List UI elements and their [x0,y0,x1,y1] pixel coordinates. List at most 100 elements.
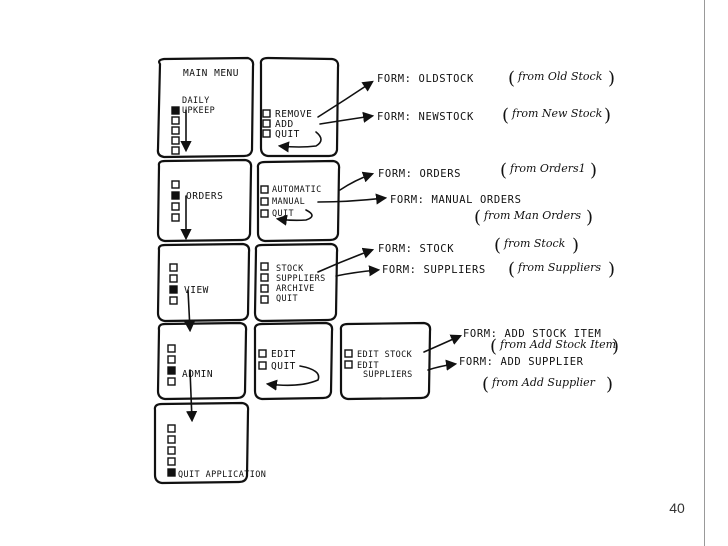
daily-upkeep-label-line1: DAILY [182,96,210,106]
quit-checkbox[interactable] [262,129,271,138]
view-quit-checkbox[interactable] [260,295,269,304]
arrow-to-newstock [319,111,375,125]
quit-menu-checkbox-1[interactable] [167,424,176,433]
paren-open: ( [500,160,507,181]
admin-quit-checkbox[interactable] [258,361,267,370]
form-oldstock-label: FORM: OLDSTOCK [377,73,474,85]
admin-menu-screen: ADMIN [156,321,248,401]
form-manual-orders-label: FORM: MANUAL ORDERS [390,194,522,206]
admin-checkbox[interactable] [167,366,176,375]
view-checkbox[interactable] [169,285,178,294]
quit-option: QUIT [275,129,300,140]
admin-label: ADMIN [182,369,213,380]
view-menu-checkbox-1[interactable] [169,263,178,272]
arrow-to-manual-orders-form [317,193,388,205]
view-menu-checkbox-2[interactable] [169,274,178,283]
form-add-stock-item-label: FORM: ADD STOCK ITEM [463,328,601,340]
form-stock-label: FORM: STOCK [378,243,454,255]
arrow-view-to-admin [183,289,196,333]
paren-close: ) [612,336,619,357]
add-option: ADD [275,119,294,130]
paren-open: ( [474,207,481,228]
arrow-to-suppliers-form [335,265,381,277]
menu-checkbox-4[interactable] [171,136,180,145]
admin-quit-option: QUIT [271,361,296,372]
admin-menu-checkbox-2[interactable] [167,355,176,364]
add-checkbox[interactable] [262,119,271,128]
form-add-supplier-source: from Add Supplier [491,376,596,389]
automatic-option: AUTOMATIC [272,185,322,195]
form-add-supplier-label: FORM: ADD SUPPLIER [459,356,584,368]
paren-close: ) [590,160,597,181]
menu-checkbox-3[interactable] [171,126,180,135]
quit-menu-checkbox-4[interactable] [167,457,176,466]
manual-option: MANUAL [272,197,305,207]
orders-menu-checkbox-1[interactable] [171,180,180,189]
arrow-to-add-supplier-form [427,359,458,371]
form-newstock-label: FORM: NEWSTOCK [377,111,474,123]
quit-application-label: QUIT APPLICATION [178,470,266,480]
view-menu-screen: VIEW [156,242,251,323]
quit-menu-screen: QUIT APPLICATION [153,401,266,485]
paren-open: ( [490,336,497,357]
orders-checkbox[interactable] [171,191,180,200]
paren-close: ) [586,207,593,228]
orders-label: ORDERS [186,191,223,202]
edit-suppliers-option-line2: SUPPLIERS [363,370,413,380]
admin-menu-checkbox-1[interactable] [167,344,176,353]
form-oldstock-source: from Old Stock [517,70,603,83]
paren-close: ) [608,68,615,89]
manual-checkbox[interactable] [260,197,269,206]
view-label: VIEW [184,285,209,296]
form-orders-source: from Orders1 [509,162,586,175]
arrow-to-oldstock [317,80,374,118]
admin-submenu-screen: EDIT QUIT [253,321,334,401]
view-submenu-screen: STOCK SUPPLIERS ARCHIVE QUIT [253,242,339,323]
quit-application-checkbox[interactable] [167,468,176,477]
quit-menu-checkbox-3[interactable] [167,446,176,455]
orders-menu-checkbox-3[interactable] [171,202,180,211]
arrow-admin-to-quit [186,369,198,423]
menu-checkbox-5[interactable] [171,146,180,155]
paren-close: ) [572,235,579,256]
view-menu-checkbox-4[interactable] [169,296,178,305]
form-stock-source: from Stock [503,237,566,250]
main-menu-title: MAIN MENU [183,68,239,79]
arrow-to-stock-form [317,247,375,273]
edit-option: EDIT [271,349,296,360]
stock-checkbox[interactable] [260,262,269,271]
automatic-checkbox[interactable] [260,185,269,194]
quit-menu-checkbox-2[interactable] [167,435,176,444]
orders-submenu-screen: AUTOMATIC MANUAL QUIT [256,159,341,243]
edit-checkbox[interactable] [258,349,267,358]
arrow-to-orders-form [339,171,375,191]
suppliers-checkbox[interactable] [260,273,269,282]
daily-upkeep-checkbox[interactable] [171,106,180,115]
paren-close: ) [608,259,615,280]
paren-close: ) [604,105,611,126]
edit-suppliers-option-line1: EDIT [357,361,379,371]
daily-upkeep-label-line2: UPKEEP [182,106,215,116]
menu-checkbox-2[interactable] [171,116,180,125]
paren-open: ( [502,105,509,126]
page-number: 40 [669,500,685,516]
form-suppliers-source: from Suppliers [517,261,601,274]
orders-quit-checkbox[interactable] [260,209,269,218]
orders-menu-screen: ORDERS [156,158,253,243]
upkeep-submenu-screen: REMOVE ADD QUIT [259,56,340,158]
edit-stock-checkbox[interactable] [344,349,353,358]
edit-submenu-screen: EDIT STOCK EDIT SUPPLIERS [339,321,432,401]
admin-menu-checkbox-4[interactable] [167,377,176,386]
arrow-to-add-stock-item-form [423,334,463,353]
orders-menu-checkbox-4[interactable] [171,213,180,222]
view-quit-option: QUIT [276,294,298,304]
form-manual-orders-source: from Man Orders [483,209,581,222]
form-suppliers-label: FORM: SUPPLIERS [382,264,486,276]
remove-checkbox[interactable] [262,109,271,118]
paren-close: ) [606,374,613,395]
edit-suppliers-checkbox[interactable] [344,360,353,369]
archive-checkbox[interactable] [260,284,269,293]
edit-stock-option: EDIT STOCK [357,350,413,360]
remove-option: REMOVE [275,109,312,120]
